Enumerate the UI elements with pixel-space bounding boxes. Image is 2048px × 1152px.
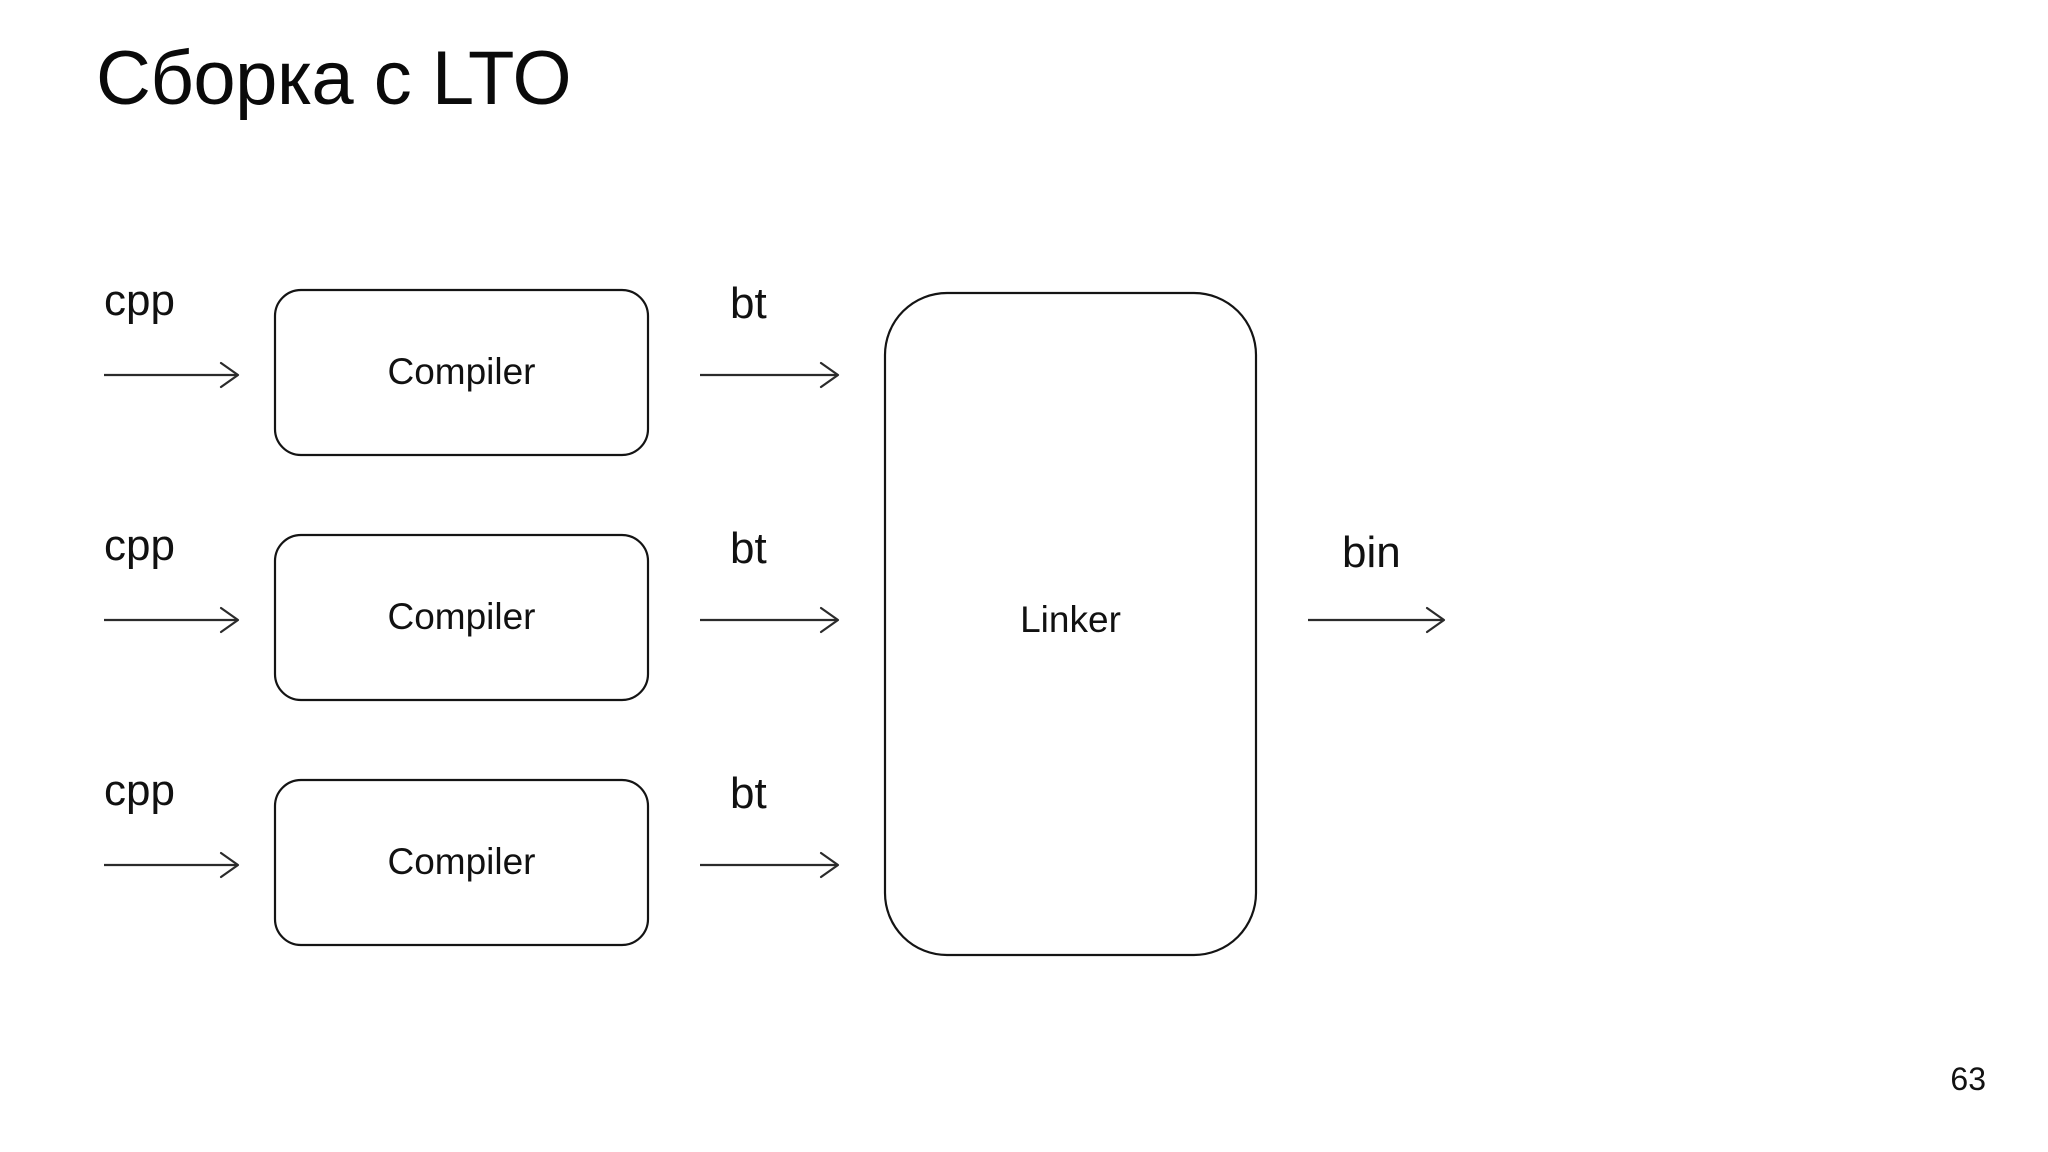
edge-bt-1-label: bt bbox=[730, 279, 767, 328]
node-linker-shape bbox=[883, 291, 1258, 957]
edge-bin-label: bin bbox=[1342, 528, 1401, 577]
node-compiler-1-shape bbox=[273, 288, 650, 457]
node-compiler-2-shape bbox=[273, 533, 650, 702]
edge-bt-3-label: bt bbox=[730, 769, 767, 818]
edge-bin: bin bbox=[1308, 528, 1446, 634]
arrowhead-icon bbox=[219, 606, 240, 634]
node-compiler-2[interactable]: Compiler bbox=[273, 533, 650, 702]
edge-cpp-3: cpp bbox=[104, 766, 240, 879]
node-compiler-1-label: Compiler bbox=[387, 351, 535, 392]
edge-cpp-2: cpp bbox=[104, 521, 240, 634]
node-compiler-3[interactable]: Compiler bbox=[273, 778, 650, 947]
edge-bt-1: bt bbox=[700, 279, 840, 389]
page-title: Сборка с LTO bbox=[96, 36, 572, 121]
node-compiler-2-label: Compiler bbox=[387, 596, 535, 637]
arrowhead-icon bbox=[819, 606, 840, 634]
edge-cpp-3-label: cpp bbox=[104, 766, 175, 815]
edge-cpp-1-label: cpp bbox=[104, 276, 175, 325]
arrowhead-icon bbox=[219, 851, 240, 879]
node-linker[interactable]: Linker bbox=[883, 291, 1258, 957]
arrowhead-icon bbox=[819, 361, 840, 389]
node-compiler-3-label: Compiler bbox=[387, 841, 535, 882]
edge-cpp-1: cpp bbox=[104, 276, 240, 389]
page-number: 63 bbox=[1950, 1061, 1986, 1097]
arrowhead-icon bbox=[819, 851, 840, 879]
edge-bt-2-label: bt bbox=[730, 524, 767, 573]
node-compiler-3-shape bbox=[273, 778, 650, 947]
arrowhead-icon bbox=[219, 361, 240, 389]
node-compiler-1[interactable]: Compiler bbox=[273, 288, 650, 457]
node-linker-label: Linker bbox=[1020, 599, 1121, 640]
edge-bt-2: bt bbox=[700, 524, 840, 634]
edge-bt-3: bt bbox=[700, 769, 840, 879]
edge-cpp-2-label: cpp bbox=[104, 521, 175, 570]
arrowhead-icon bbox=[1425, 606, 1446, 634]
